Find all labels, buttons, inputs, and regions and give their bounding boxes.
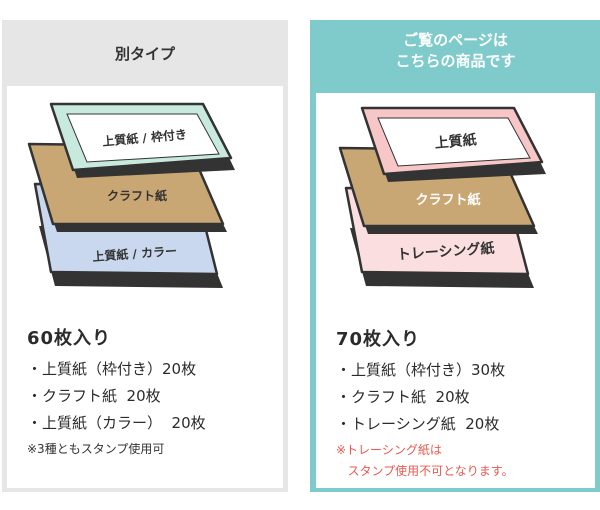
contents-item: ・上質紙（枠付き）20枚 bbox=[27, 360, 197, 378]
contents-item: ・クラフト紙 20枚 bbox=[27, 387, 161, 405]
bottom-sheet-label: 上質紙 / カラー bbox=[92, 243, 178, 264]
contents-item: ・上質紙（カラー） 20枚 bbox=[27, 414, 206, 432]
alternative-type-header: 別タイプ bbox=[114, 44, 175, 63]
current-product-card: ご覧のページは こちらの商品です トレーシング紙 クラフト紙 上質紙 7 bbox=[310, 20, 600, 492]
top-sheet-label: 上質紙 / 枠付き bbox=[102, 126, 188, 148]
current-product-details: 70枚入り ・上質紙（枠付き）30枚 ・クラフト紙 20枚 ・トレーシング紙 2… bbox=[336, 325, 514, 482]
package-count: 70枚入り bbox=[336, 329, 421, 350]
contents-item: ・クラフト紙 20枚 bbox=[336, 388, 470, 406]
current-product-header-line2: こちらの商品です bbox=[395, 52, 516, 70]
alternative-type-content: 上質紙 / カラー クラフト紙 上質紙 / 枠付き 60枚入り ・上質紙（枠付き… bbox=[7, 86, 283, 488]
middle-sheet-label: クラフト紙 bbox=[415, 192, 480, 208]
package-count: 60枚入り bbox=[27, 328, 112, 349]
top-sheet: 上質紙 bbox=[360, 106, 546, 182]
current-product-content: トレーシング紙 クラフト紙 上質紙 70枚入り ・上質紙（枠付き）30枚 ・クラ… bbox=[316, 93, 595, 488]
top-sheet-label: 上質紙 bbox=[434, 131, 477, 152]
contents-item: ・上質紙（枠付き）30枚 bbox=[336, 361, 506, 379]
alternative-type-details: 60枚入り ・上質紙（枠付き）20枚 ・クラフト紙 20枚 ・上質紙（カラー） … bbox=[27, 324, 206, 460]
contents-item: ・トレーシング紙 20枚 bbox=[336, 415, 500, 433]
current-product-header-line1: ご覧のページは bbox=[403, 31, 508, 49]
header-pointer bbox=[443, 81, 465, 93]
stamp-note: ※3種ともスタンプ使用可 bbox=[27, 442, 165, 456]
bottom-sheet-label: トレーシング紙 bbox=[396, 240, 495, 264]
tracing-paper-warning-line2: スタンプ使用不可となります。 bbox=[336, 464, 514, 478]
tracing-paper-warning-line1: ※トレーシング紙は bbox=[336, 443, 442, 457]
current-product-header: ご覧のページは こちらの商品です bbox=[310, 20, 600, 82]
alternative-type-card[interactable]: 別タイプ 上質紙 / カラー クラフト紙 上質紙 / 枠付き bbox=[2, 20, 288, 492]
middle-sheet-label: クラフト紙 bbox=[107, 188, 167, 203]
top-sheet: 上質紙 / 枠付き bbox=[49, 102, 235, 178]
paper-stack-illustration: 上質紙 / カラー クラフト紙 上質紙 / 枠付き bbox=[27, 102, 235, 288]
paper-stack-illustration: トレーシング紙 クラフト紙 上質紙 bbox=[338, 106, 546, 288]
